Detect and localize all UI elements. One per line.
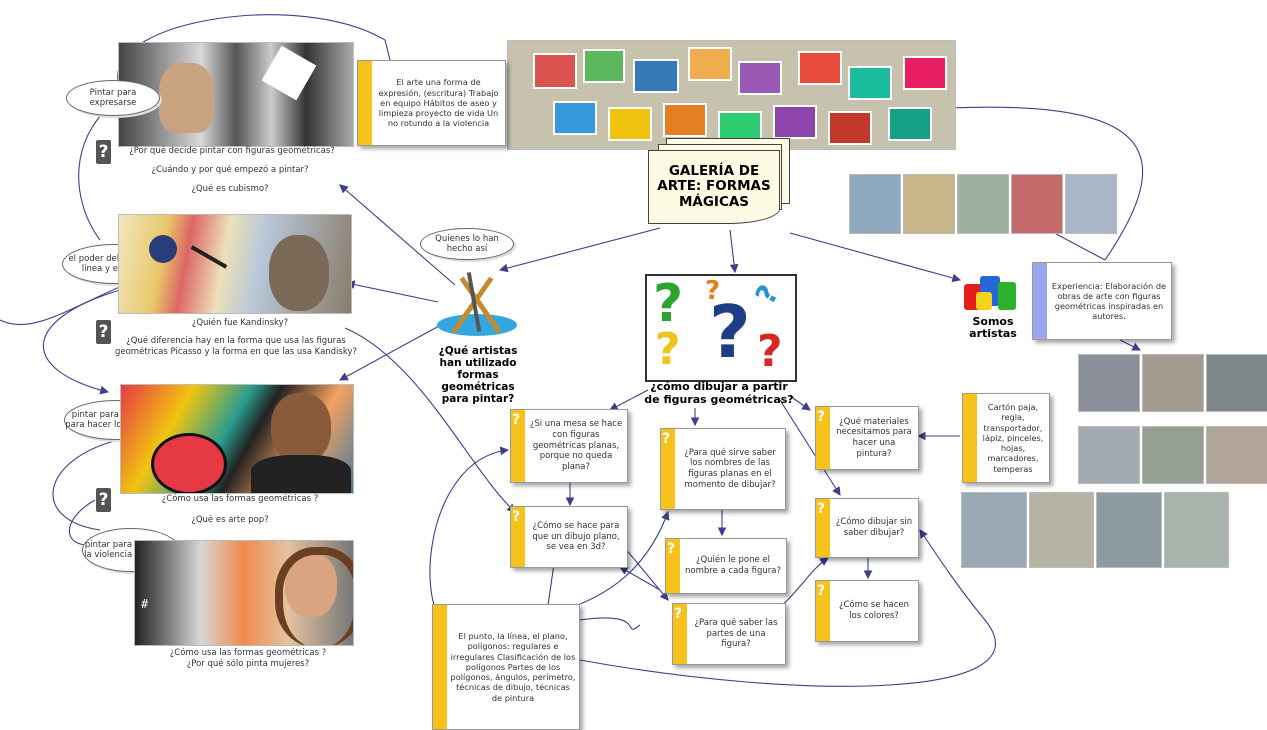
question-icon: ? [96,320,111,344]
note-experiencia-text: Experiencia: Elaboración de obras de art… [1051,280,1167,322]
artists-line-4: geométricas [441,381,515,394]
students-photo-strip-1 [849,174,1117,234]
navy-question-icon: ? [709,290,751,374]
kandinsky-image [118,214,352,314]
card-materiales-text: ¿Qué materiales necesitamos para hacer u… [836,416,912,459]
woman-question-2: ¿Por qué sólo pinta mujeres? [186,659,310,669]
card-mesa-text: ¿Si una mesa se hace con figuras geométr… [529,419,623,472]
students-photo-strip-2 [1078,354,1267,412]
question-icon: ? [673,604,687,664]
britto-question-2: ¿Qué es arte pop? [191,515,269,525]
artists-line-5: para pintar? [441,393,515,406]
card-plano3d-text: ¿Cómo se hace para que un dibujo plano, … [532,521,620,553]
note-stripe [963,394,977,482]
orange-question-icon: ? [705,276,721,306]
note-stripe [358,61,372,145]
card-nombres-text: ¿Para qué sirve saber los nombres de las… [684,447,776,490]
cloud-quienes: Quienes lo han hecho así [420,228,514,260]
paint-brushes-icon [432,272,522,342]
students-photo-strip-3 [1078,426,1267,484]
kandinsky-question-1: ¿Quién fue Kandinsky? [191,318,289,328]
title-scroll: GALERÍA DE ARTE: FORMAS MÁGICAS [648,138,798,232]
somos-line-1: Somos [972,315,1014,328]
card-colores-text: ¿Cómo se hacen los colores? [838,600,910,621]
note-materiales-text: Cartón paja, regla, transportador, lápiz… [982,402,1044,474]
artists-line-3: formas [457,369,499,382]
title-line-1: GALERÍA DE [668,162,760,179]
card-colores: ? ¿Cómo se hacen los colores? [815,580,919,642]
kandinsky-question-2: ¿Qué diferencia hay en la forma que usa … [114,336,358,357]
card-partes: ? ¿Para qué saber las partes de una figu… [672,603,786,665]
question-icon: ? [661,429,675,509]
note-arte: El arte una forma de expresión, (escritu… [357,60,506,146]
question-icon: ? [511,410,525,482]
card-nombres: ? ¿Para qué sirve saber los nombres de l… [660,428,786,510]
romero-britto-image [120,384,354,494]
classroom-gallery-image [507,40,956,150]
card-plano3d: ? ¿Cómo se hace para que un dibujo plano… [510,506,628,568]
center-line-2: de figuras geométricas? [644,393,794,407]
somos-artistas-label: Somos artistas [962,315,1024,341]
picasso-question-2: ¿Cuándo y por qué empezó a pintar? [151,165,309,175]
paint-buckets-icon [962,270,1022,312]
question-icon: ? [96,140,111,164]
woman-question-1: ¿Cómo usa las formas geométricas ? [169,648,327,658]
note-contenidos: El punto, la línea, el plano, polígonos:… [432,604,580,730]
card-sinsaber-text: ¿Cómo dibujar sin saber dibujar? [835,517,913,538]
note-experiencia: Experiencia: Elaboración de obras de art… [1032,262,1172,340]
painting-shape [261,45,317,101]
artists-line-1: ¿Qué artistas [438,345,518,357]
yellow-question-icon: ? [655,324,681,375]
picasso-question-3: ¿Qué es cubismo? [191,184,269,194]
note-stripe [433,605,447,729]
question-icon: ? [666,539,680,593]
red-question-icon: ? [757,326,783,377]
card-sinsaber: ? ¿Cómo dibujar sin saber dibujar? [815,498,919,558]
title-line-3: MÁGICAS [678,193,750,210]
portrait-face [159,63,214,133]
question-marks-image: ? ? ? ? ? ? [645,274,797,382]
title-line-2: ARTE: FORMAS [657,178,771,195]
card-partes-text: ¿Para qué saber las partes de una figura… [694,618,778,650]
britto-question-1: ¿Cómo usa las formas geométricas ? [161,494,319,504]
note-stripe [1033,263,1047,339]
note-contenidos-text: El punto, la línea, el plano, polígonos:… [450,631,576,703]
note-arte-text: El arte una forma de expresión, (escritu… [378,77,499,129]
question-icon: ? [511,507,525,567]
artists-line-2: han utilizado [439,357,517,370]
question-icon: ? [816,499,830,557]
graffiti-mark: # [141,597,149,611]
question-icon: ? [816,581,830,641]
woman-artist-image: # [134,540,354,646]
artists-question: ¿Qué artistas han utilizado formas geomé… [428,345,528,405]
green-question-icon: ? [653,274,684,334]
card-quien-text: ¿Quién le pone el nombre a cada figura? [685,555,781,576]
blue-question-icon: ? [748,279,786,310]
card-mesa: ? ¿Si una mesa se hace con figuras geomé… [510,409,628,483]
card-quien: ? ¿Quién le pone el nombre a cada figura… [665,538,787,594]
note-materiales: Cartón paja, regla, transportador, lápiz… [962,393,1050,483]
center-question: ¿cómo dibujar a partir de figuras geomét… [640,380,798,406]
question-icon: ? [816,407,830,469]
card-materiales: ? ¿Qué materiales necesitamos para hacer… [815,406,919,470]
somos-line-2: artistas [969,327,1017,341]
center-line-1: ¿cómo dibujar a partir [650,380,788,393]
picasso-question-1: ¿Por qué decide pintar con figuras geomé… [129,146,335,156]
students-photo-strip-4 [961,492,1229,568]
cloud-pintar: Pintar para expresarse [66,80,160,116]
question-icon: ? [96,488,111,512]
